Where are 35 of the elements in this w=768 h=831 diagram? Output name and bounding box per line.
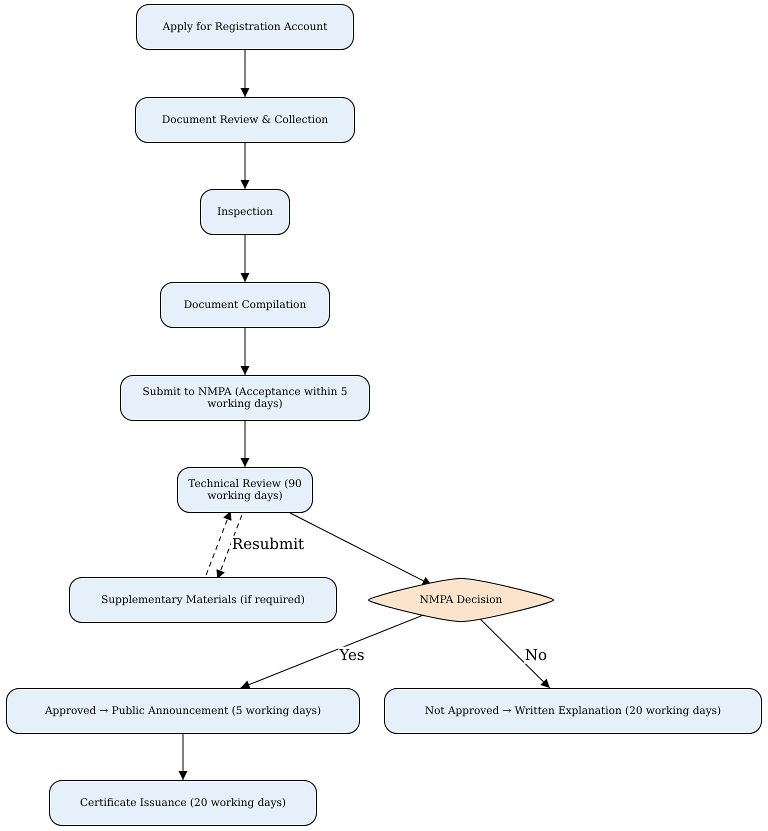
process-box: [120, 375, 370, 421]
node-label: Technical Review (90 working days): [187, 478, 303, 502]
process-box: [135, 97, 355, 143]
edge-label: No: [524, 646, 548, 664]
arrow: [178, 734, 188, 780]
process-box: [6, 688, 360, 734]
node-label: Document Review & Collection: [162, 114, 328, 126]
process-box: [49, 780, 317, 826]
arrow: [240, 234, 250, 282]
node-label: Inspection: [217, 206, 273, 218]
process-box: [160, 282, 330, 328]
arrow: [240, 420, 250, 468]
arrow: [240, 142, 250, 190]
node-label: Document Compilation: [184, 298, 306, 312]
process-box: [200, 189, 290, 235]
node-label: Supplementary Materials (if required): [101, 594, 305, 606]
node-label: Approved → Public Announcement (5 working days): [44, 704, 322, 718]
process-box: [384, 688, 762, 734]
node-label: Not Approved → Written Explanation (20 working days): [424, 704, 722, 718]
node-label: Submit to NMPA (Acceptance within 5 working days): [142, 386, 348, 410]
edge-label: Resubmit: [230, 536, 306, 552]
edge-label: Yes: [338, 646, 366, 664]
arrow: [290, 512, 432, 586]
node-label: NMPA Decision: [420, 594, 502, 606]
node-label: Certificate Issuance (20 working days): [80, 796, 286, 810]
process-box: [69, 577, 337, 623]
node-label: Apply for Registration Account: [162, 20, 328, 34]
arrow: [478, 617, 550, 688]
process-box: [177, 467, 313, 513]
arrow: [240, 328, 250, 376]
process-box: [136, 4, 354, 50]
arrow: [240, 50, 250, 98]
decision-diamond: [368, 578, 554, 622]
arrow: [206, 510, 232, 576]
arrow: [216, 514, 242, 580]
